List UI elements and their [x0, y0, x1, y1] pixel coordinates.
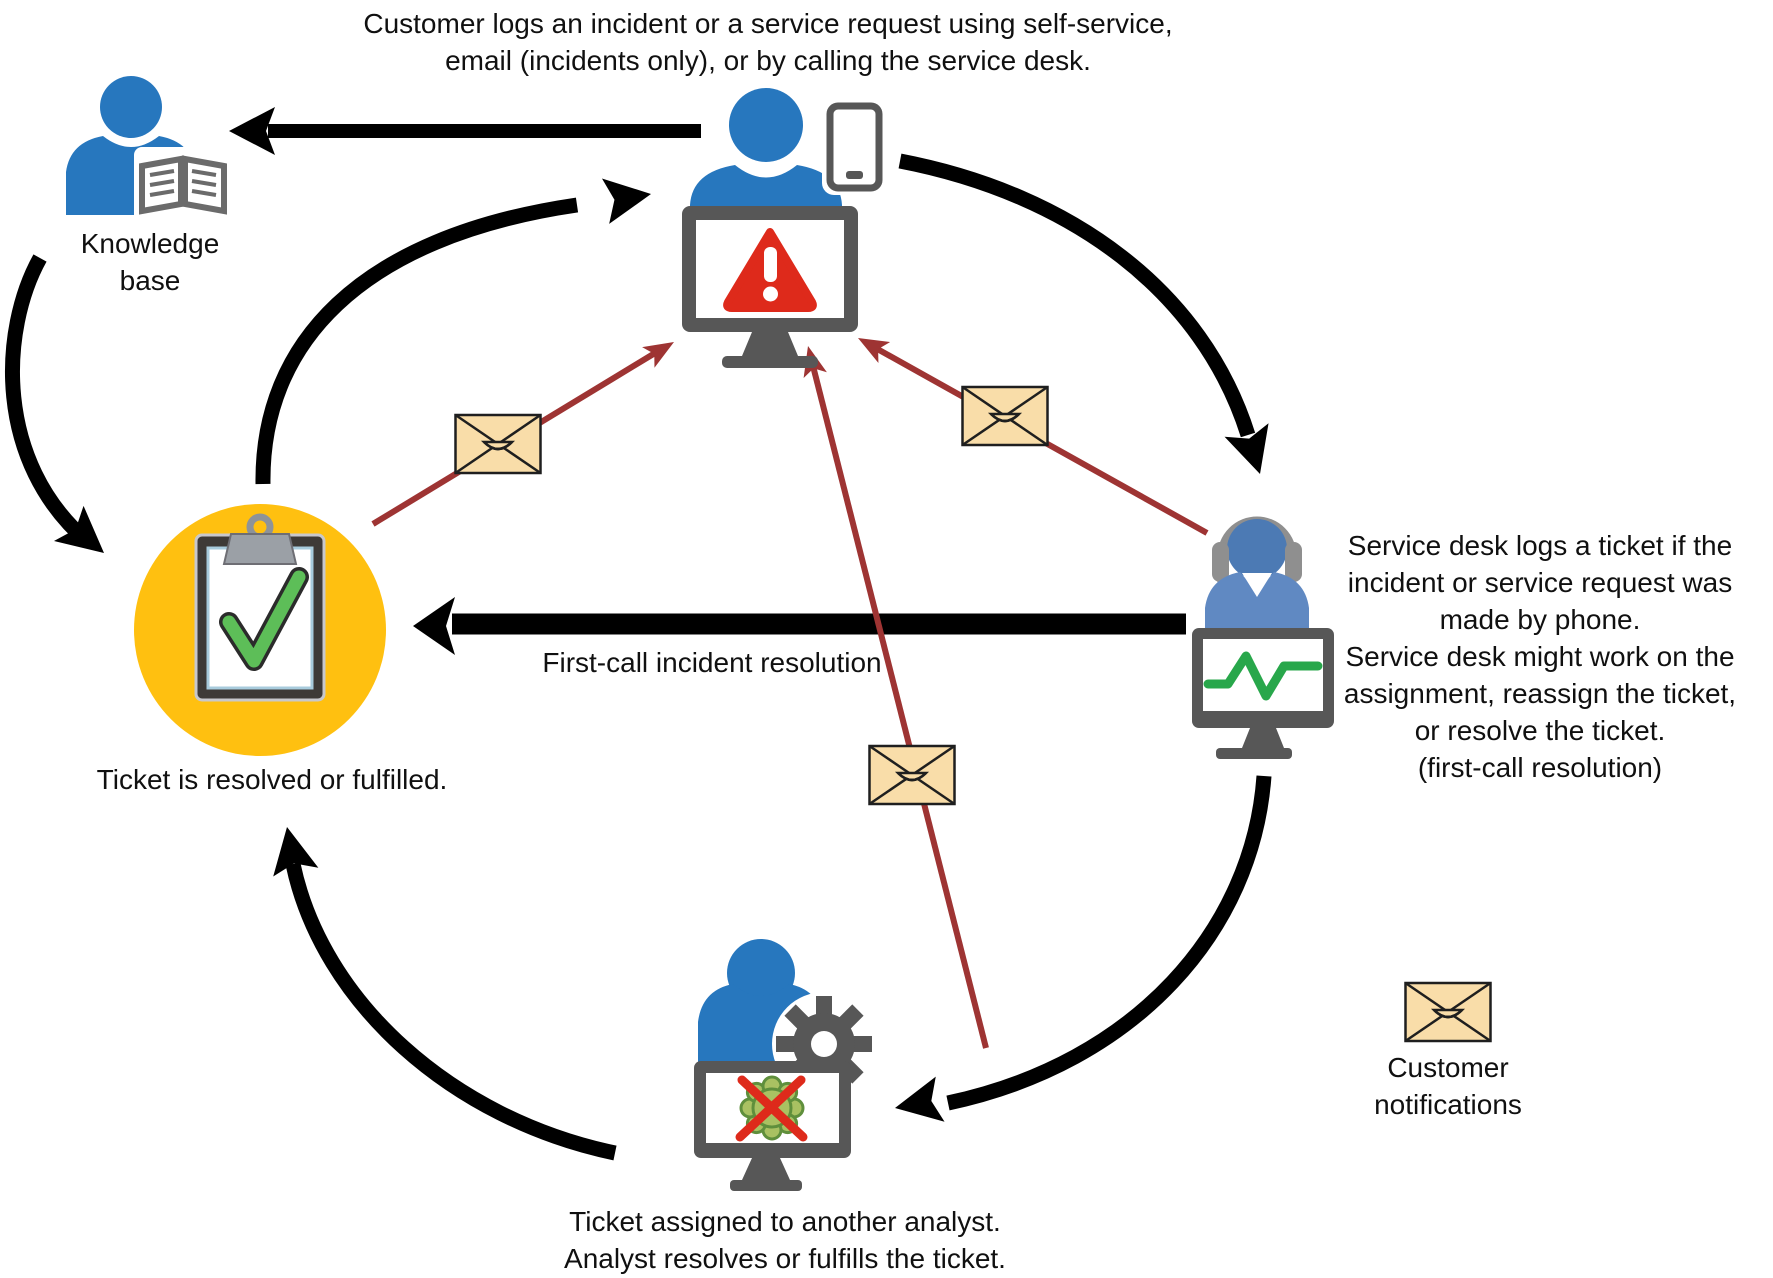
agent-body — [1205, 572, 1309, 630]
customer-icon — [682, 88, 886, 368]
arrow-customer-to-knowledge-base — [229, 107, 701, 155]
agent-head — [1227, 519, 1287, 579]
arrow-customer-to-service-desk — [898, 153, 1269, 474]
envelope-icon — [961, 385, 1049, 447]
warning-triangle-icon — [723, 228, 817, 312]
resolved-ticket-icon — [134, 504, 386, 756]
person-head — [729, 88, 803, 162]
arrow-first-call-resolution — [413, 597, 1186, 655]
agent-collar — [1242, 573, 1272, 597]
smartphone-icon — [826, 102, 883, 192]
person-head — [727, 939, 795, 1007]
headset-earcup — [1212, 542, 1229, 582]
customer-notifications-legend-icon — [1404, 981, 1492, 1043]
open-book-icon — [139, 155, 227, 215]
top-caption: Customer logs an incident or a service r… — [363, 8, 1173, 76]
service-desk-agent-icon — [1192, 516, 1334, 759]
arrow-knowledge-base-to-resolution — [4, 254, 104, 553]
knowledge-base-icon — [66, 76, 232, 223]
first-call-resolution-label: First-call incident resolution — [542, 647, 882, 678]
notification-arrow-from-analyst — [803, 346, 989, 1049]
person-head — [100, 76, 162, 138]
pulse-line — [1203, 651, 1323, 701]
analyst-icon — [694, 939, 876, 1191]
clipboard-checkmark-icon — [194, 513, 326, 702]
arrow-service-desk-to-analyst — [895, 775, 1272, 1122]
service-desk-note: Service desk logs a ticket if the incide… — [1343, 530, 1737, 783]
envelope-icon — [868, 744, 956, 806]
checkmark — [222, 570, 306, 668]
knowledge-base-label: Knowledge base — [80, 228, 220, 296]
analyst-caption: Ticket assigned to another analyst. Anal… — [564, 1206, 1006, 1274]
envelope-icon — [454, 413, 542, 475]
crossed-bug-monitor-icon — [694, 1061, 851, 1191]
arrow-analyst-to-resolution — [273, 827, 617, 1161]
arrow-resolution-to-customer — [255, 178, 651, 485]
headset-earcup — [1285, 542, 1302, 582]
red-x-icon — [735, 1075, 808, 1142]
pulse-monitor-icon — [1192, 628, 1334, 759]
customer-notifications-label: Customer notifications — [1374, 1052, 1522, 1120]
alert-monitor-icon — [682, 206, 858, 368]
ticket-resolved-label: Ticket is resolved or fulfilled. — [96, 764, 448, 795]
